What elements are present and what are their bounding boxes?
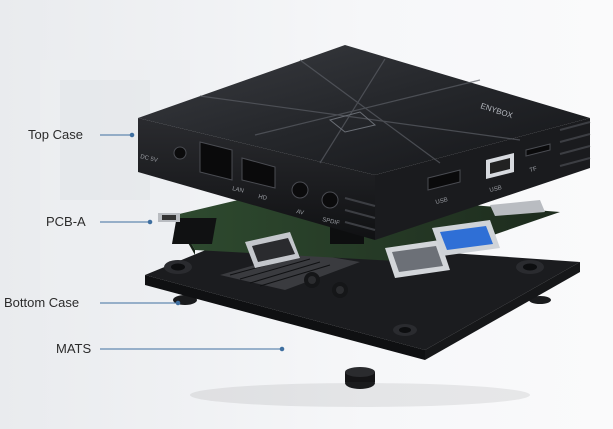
top-case-label: Top Case — [28, 128, 83, 142]
bottom-case-label: Bottom Case — [4, 296, 79, 310]
pcb-a-label: PCB-A — [46, 215, 86, 229]
mats-label: MATS — [56, 342, 91, 356]
